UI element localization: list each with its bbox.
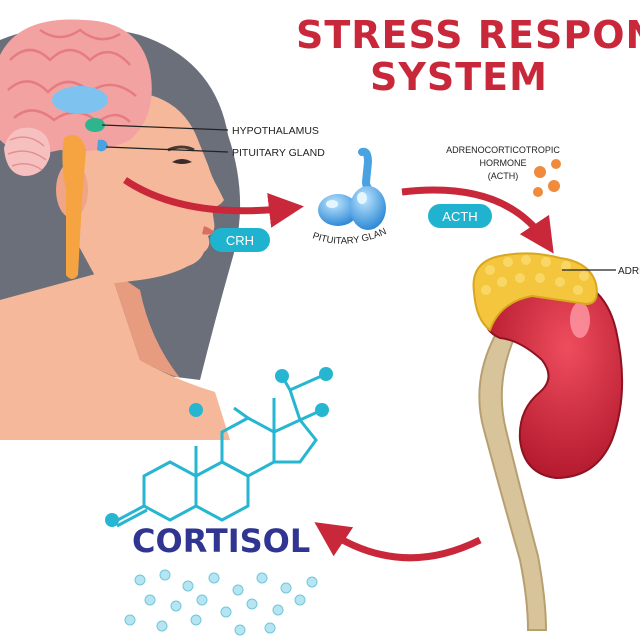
ventricle <box>52 86 108 114</box>
ureter <box>478 328 548 631</box>
pituitary-gland-label: PITUITARY GLAND <box>232 147 325 159</box>
arrow-cortisol <box>314 522 482 562</box>
cortisol-label: CORTISOL <box>132 522 310 560</box>
hypothalamus-leader <box>101 124 229 131</box>
neck <box>0 270 230 440</box>
acth-pill: ACTH <box>428 204 492 228</box>
adrenal-label: ADRE <box>618 266 640 277</box>
pituitary-marker <box>97 139 108 152</box>
acth-label-line-3: (ACTH) <box>488 171 519 181</box>
hypothalamus-label: HYPOTHALAMUS <box>232 125 319 137</box>
crh-label: CRH <box>226 233 254 248</box>
acth-label-line-1: ADRENOCORTICOTROPIC <box>446 145 560 155</box>
hypothalamus-marker <box>85 118 105 132</box>
neck-shadow <box>110 270 180 378</box>
spinal-cord <box>62 134 86 279</box>
acth-label-line-2: HORMONE <box>480 158 527 168</box>
cortisol-dots <box>124 569 318 636</box>
kidney-illustration <box>472 252 624 631</box>
cortisol-atoms <box>105 367 333 527</box>
lips <box>202 226 214 235</box>
brain-folds <box>7 28 137 124</box>
pituitary-leader <box>105 146 229 153</box>
arrow-crh <box>123 177 304 228</box>
acth-pill-label: ACTH <box>442 209 477 224</box>
acth-hormone-dots <box>533 159 561 197</box>
crh-pill: CRH <box>210 228 270 252</box>
title-line-2: SYSTEM <box>370 55 548 99</box>
adrenal-gland <box>472 252 598 332</box>
arrow-acth <box>401 186 554 254</box>
adrenal-texture <box>481 255 589 295</box>
eye <box>172 159 192 164</box>
head-illustration <box>0 19 241 440</box>
title-line-1: STRESS RESPONSE <box>296 13 640 57</box>
pituitary-gland-illustration <box>318 147 386 230</box>
